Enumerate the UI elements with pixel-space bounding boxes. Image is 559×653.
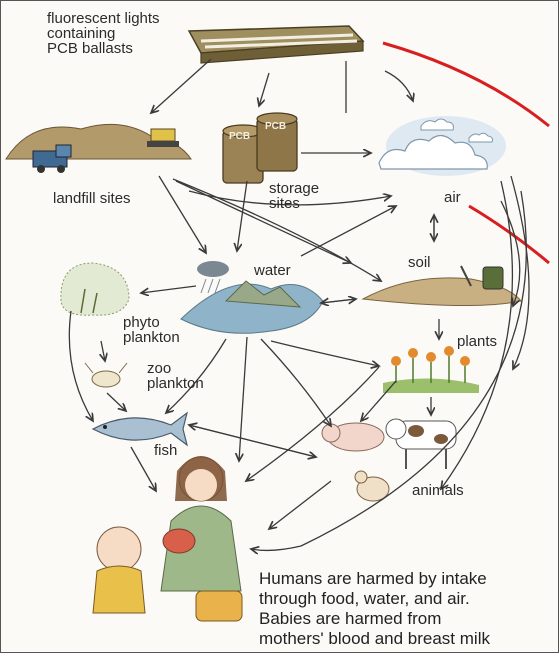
label-zoo-plankton: zoo plankton bbox=[147, 361, 204, 391]
label-storage-sites: storage sites bbox=[269, 181, 319, 211]
mother-and-child-icon bbox=[161, 456, 242, 621]
pig-icon bbox=[322, 423, 384, 451]
chicken-icon bbox=[355, 471, 389, 501]
label-phyto-plankton: phyto plankton bbox=[123, 315, 180, 345]
air-clouds-icon bbox=[379, 116, 506, 176]
plants-icon bbox=[383, 346, 479, 393]
fluorescent-light-fixture-icon bbox=[189, 26, 363, 63]
caption: Humans are harmed by intake through food… bbox=[259, 569, 490, 649]
drum-label-1: PCB bbox=[229, 131, 250, 142]
landfill-icon bbox=[6, 124, 191, 173]
drum-label-2: PCB bbox=[265, 121, 286, 132]
baby-icon bbox=[93, 527, 145, 613]
label-plants: plants bbox=[457, 334, 497, 349]
water-landscape-icon bbox=[181, 261, 323, 333]
label-air: air bbox=[444, 190, 461, 205]
label-landfill-sites: landfill sites bbox=[53, 191, 131, 206]
cow-icon bbox=[386, 419, 456, 469]
label-fluorescent-lights: fluorescent lights containing PCB ballas… bbox=[47, 11, 160, 56]
fish-icon bbox=[93, 413, 187, 445]
label-soil: soil bbox=[408, 255, 431, 270]
soil-icon bbox=[363, 266, 521, 306]
label-water: water bbox=[254, 263, 291, 278]
zooplankton-icon bbox=[85, 363, 127, 387]
caption-line-3: Babies are harmed from bbox=[259, 609, 490, 629]
caption-line-4: mothers' blood and breast milk bbox=[259, 629, 490, 649]
label-animals: animals bbox=[412, 483, 464, 498]
label-fish: fish bbox=[154, 443, 177, 458]
caption-line-2: through food, water, and air. bbox=[259, 589, 490, 609]
caption-line-1: Humans are harmed by intake bbox=[259, 569, 490, 589]
phytoplankton-icon bbox=[61, 263, 129, 315]
